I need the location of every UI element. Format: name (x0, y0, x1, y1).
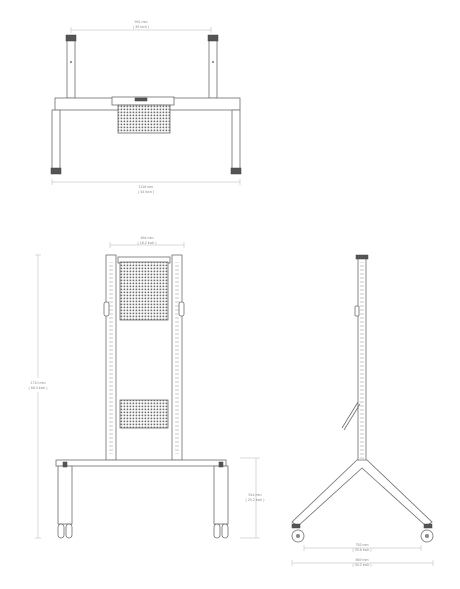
left-post-top (66, 37, 76, 99)
top-width-in: ( 39 inch ) (133, 25, 149, 29)
panel-width-mm: 464 mm (141, 236, 154, 240)
side-inner-width-mm: 753 mm (356, 543, 369, 547)
panel-width-in: ( 18.2 inch ) (138, 241, 157, 245)
left-base-leg (51, 109, 61, 173)
lower-mesh-panel (119, 399, 169, 429)
side-outer-width-mm: 869 mm (356, 558, 369, 562)
bottom-width-in: ( 44 inch ) (138, 190, 154, 194)
side-inner-width-in: ( 29.6 inch ) (353, 548, 372, 552)
front-caster-2 (65, 523, 73, 539)
top-view: 991 mm ( 39 inch ) 1118 mm ( 44 inch ) (50, 20, 242, 194)
bottom-width-mm: 1118 mm (139, 185, 153, 189)
base-height-in: ( 20.2 inch ) (246, 498, 265, 502)
height-in: ( 68.3 inch ) (29, 386, 48, 390)
front-caster-1 (57, 523, 65, 539)
side-legs (291, 459, 433, 527)
right-post-top (208, 37, 218, 99)
right-base-leg (231, 109, 241, 173)
side-view: 753 mm ( 29.6 inch ) 869 mm ( 34.2 inch … (291, 254, 434, 567)
side-shelf-bracket (341, 401, 359, 429)
top-mesh-basket (117, 104, 171, 134)
front-left-leg (57, 465, 73, 525)
height-mm: 1710 mm (31, 381, 46, 385)
front-caster-3 (213, 523, 221, 539)
side-outer-width-in: ( 34.2 inch ) (353, 563, 372, 567)
upper-mesh-panel (119, 261, 169, 321)
front-caster-4 (221, 523, 229, 539)
base-height-mm: 514 mm (249, 493, 262, 497)
front-base-crossbar (55, 459, 227, 467)
front-right-leg (213, 465, 229, 525)
top-width-mm: 991 mm (135, 20, 148, 24)
front-view: 464 mm ( 18.2 inch ) 1710 mm ( 68.3 inch… (22, 236, 265, 539)
